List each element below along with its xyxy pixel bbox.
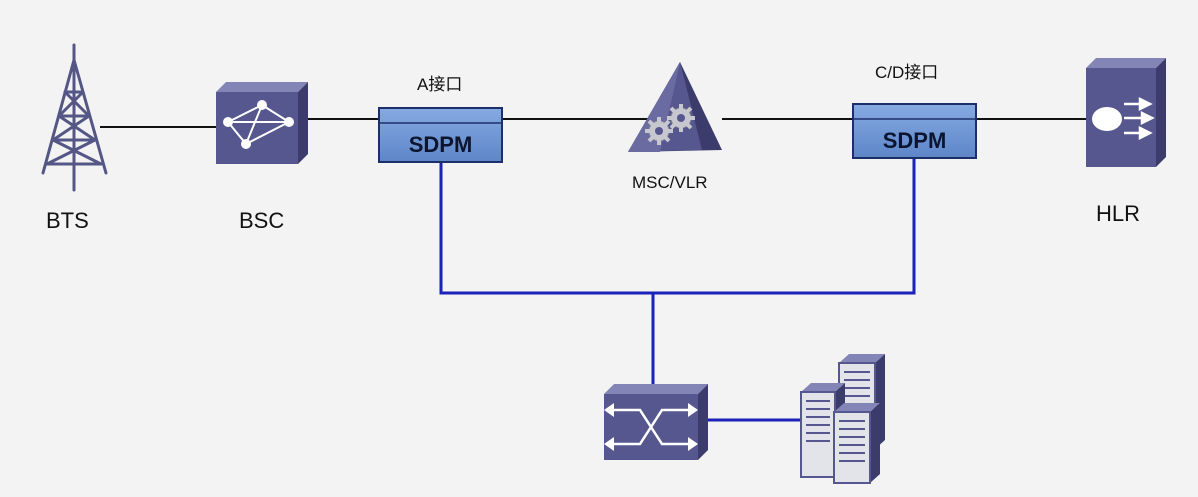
database-server-icon [1086,58,1166,167]
sdpm-cd-box: SDPM [852,103,977,159]
bsc-label: BSC [239,208,285,233]
server-rack-icon [800,354,885,484]
sdpm-a-box: SDPM [378,107,503,163]
gear-pyramid-icon [628,62,722,152]
radio-tower-icon [41,43,108,192]
a-interface-label: A接口 [417,75,463,94]
sdpm-a-label: SDPM [409,132,473,157]
msc-vlr-label: MSC/VLR [632,173,708,192]
monitor-links [439,158,916,422]
network-switch-icon [604,384,708,460]
link-sdpm-a-down [439,162,653,295]
link-sdpm-cd-down [653,158,916,295]
hlr-label: HLR [1096,201,1141,226]
bsc-hub-icon [216,82,308,164]
cd-interface-label: C/D接口 [875,63,939,82]
bts-label: BTS [46,208,89,233]
sdpm-cd-label: SDPM [883,128,947,153]
